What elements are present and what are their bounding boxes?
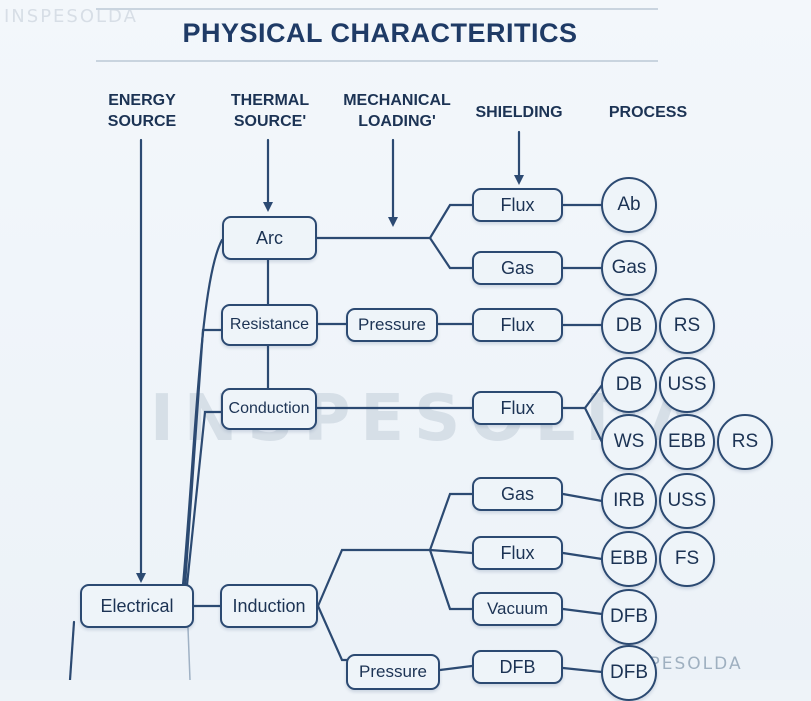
- process-uss-2: USS: [659, 473, 715, 529]
- line-to-flux4: [428, 548, 474, 555]
- header-shielding: SHIELDING: [475, 104, 563, 121]
- line-induction-branch: [316, 548, 432, 608]
- node-flux-3: Flux: [472, 391, 563, 425]
- process-fs: FS: [659, 531, 715, 587]
- node-flux-4: Flux: [472, 536, 563, 570]
- line-arc-to-flux: [428, 203, 474, 240]
- process-ws: WS: [601, 414, 657, 470]
- node-flux-1: Flux: [472, 188, 563, 222]
- line-vacuum-to-dfb: [561, 607, 604, 616]
- line-flux3-branches: [561, 383, 604, 444]
- line-gas2-to-irb: [561, 492, 604, 503]
- node-resistance: Resistance: [221, 304, 318, 346]
- process-gas: Gas: [601, 240, 657, 296]
- node-conduction: Conduction: [221, 388, 317, 430]
- node-gas-1: Gas: [472, 251, 563, 285]
- node-electrical: Electrical: [80, 584, 194, 628]
- header-mechanical-loading: MECHANICAL LOADING': [343, 92, 451, 130]
- connector-lines: [68, 130, 604, 680]
- node-pressure-1: Pressure: [346, 308, 438, 342]
- line-dfb-to-dfb: [561, 666, 604, 674]
- process-ebb-1: EBB: [659, 414, 715, 470]
- process-rs-1: RS: [659, 298, 715, 354]
- line-to-vacuum: [428, 548, 474, 611]
- node-flux-2: Flux: [472, 308, 563, 342]
- line-electrical-to-conduction: [185, 410, 224, 587]
- header-energy-source: ENERGY SOURCE: [107, 92, 177, 130]
- node-induction: Induction: [220, 584, 318, 628]
- header-thermal-source: THERMAL SOURCE': [230, 92, 310, 130]
- process-uss-1: USS: [659, 357, 715, 413]
- title-rule-bottom: [96, 60, 658, 62]
- line-pressure2-to-dfb: [438, 664, 474, 672]
- line-electrical-left-down: [68, 620, 76, 680]
- watermark-top-left: INSPESOLDA: [4, 6, 138, 27]
- line-electrical-to-resistance: [183, 328, 224, 587]
- process-dfb-1: DFB: [601, 589, 657, 645]
- process-db-1: DB: [601, 298, 657, 354]
- process-irb: IRB: [601, 473, 657, 529]
- node-gas-2: Gas: [472, 477, 563, 511]
- node-arc: Arc: [222, 216, 317, 260]
- node-vacuum: Vacuum: [472, 592, 563, 626]
- header-process: PROCESS: [608, 104, 688, 121]
- process-ab: Ab: [601, 177, 657, 233]
- process-dfb-2: DFB: [601, 645, 657, 701]
- process-rs-2: RS: [717, 414, 773, 470]
- line-induction-to-pressure: [316, 604, 350, 662]
- node-dfb-shielding: DFB: [472, 650, 563, 684]
- line-to-gas2: [428, 492, 474, 552]
- line-arc-to-gas: [428, 236, 474, 270]
- diagram-title: PHYSICAL CHARACTERITICS: [182, 18, 578, 48]
- node-pressure-2: Pressure: [346, 654, 440, 690]
- title-rule-top: [96, 8, 658, 10]
- process-db-2: DB: [601, 357, 657, 413]
- line-flux4-to-ebb: [561, 551, 604, 561]
- process-ebb-2: EBB: [601, 531, 657, 587]
